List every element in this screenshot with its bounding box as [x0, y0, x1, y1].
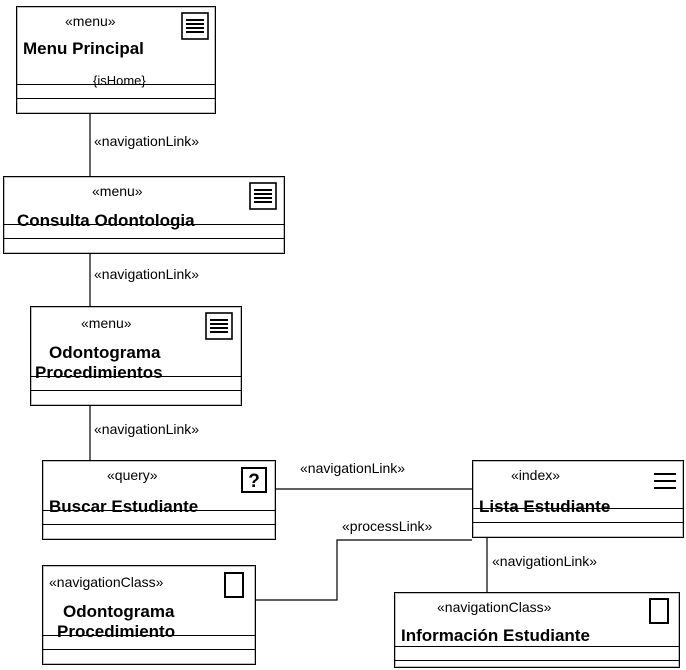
link-label: «navigationLink»: [94, 266, 200, 282]
node-name: Buscar Estudiante: [49, 497, 199, 516]
question-icon: ?: [241, 467, 267, 498]
menu-list-icon: [249, 182, 277, 215]
node-stereotype: «navigationClass»: [437, 599, 552, 615]
link-label: «processLink»: [342, 518, 433, 534]
node-name: Consulta Odontologia: [17, 211, 195, 230]
node-menu-principal[interactable]: «menu» Menu Principal {isHome}: [16, 6, 216, 114]
node-stereotype: «navigationClass»: [49, 574, 164, 590]
node-stereotype: «menu»: [65, 13, 116, 29]
node-stereotype: «index»: [511, 467, 561, 483]
node-stereotype: «menu»: [92, 183, 143, 199]
node-name-line1: Odontograma: [63, 602, 175, 621]
node-name: Información Estudiante: [401, 626, 590, 645]
node-constraint: {isHome}: [93, 73, 146, 88]
link-label: «navigationLink»: [94, 133, 200, 149]
menu-list-icon: [205, 312, 233, 345]
node-name: Lista Estudiante: [479, 497, 611, 516]
node-name-line1: Odontograma: [49, 343, 161, 362]
node-stereotype: «query»: [107, 467, 158, 483]
node-consulta-odontologia[interactable]: «menu» Consulta Odontologia: [3, 176, 285, 254]
node-name-line2: Procedimiento: [57, 622, 176, 641]
link-procedimiento-to-lista: [256, 539, 472, 601]
node-name-line2: Procedimientos: [35, 363, 163, 382]
node-buscar-estudiante[interactable]: «query» ? Buscar Estudiante: [42, 460, 276, 540]
node-informacion-estudiante[interactable]: «navigationClass» Información Estudiante: [394, 592, 680, 668]
node-odontograma-procedimientos[interactable]: «menu» Odontograma Procedimientos: [30, 306, 242, 406]
page-icon: [649, 598, 669, 629]
index-lines-icon: [653, 471, 677, 496]
page-icon: [224, 572, 244, 603]
node-lista-estudiante[interactable]: «index» Lista Estudiante: [472, 460, 684, 538]
menu-list-icon: [181, 12, 209, 45]
node-stereotype: «menu»: [81, 315, 132, 331]
link-label: «navigationLink»: [300, 460, 406, 476]
node-name: Menu Principal: [23, 39, 144, 58]
link-label: «navigationLink»: [94, 421, 200, 437]
svg-text:?: ?: [248, 471, 260, 492]
link-label: «navigationLink»: [492, 553, 598, 569]
node-odontograma-procedimiento[interactable]: «navigationClass» Odontograma Procedimie…: [42, 565, 256, 665]
